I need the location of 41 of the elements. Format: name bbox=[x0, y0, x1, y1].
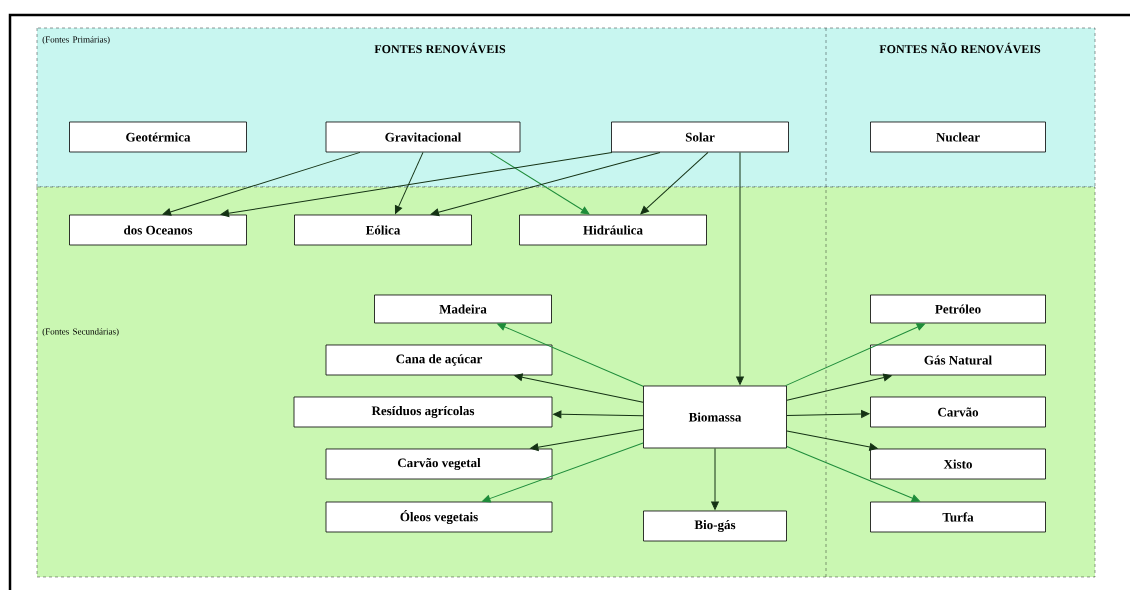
source-box: dos Oceanos bbox=[69, 214, 247, 246]
arrow bbox=[430, 151, 661, 217]
arrow bbox=[220, 151, 613, 218]
arrow bbox=[785, 323, 926, 387]
source-box: Gravitacional bbox=[325, 121, 521, 153]
arrow bbox=[711, 447, 719, 510]
arrow bbox=[482, 442, 644, 503]
source-box: Nuclear bbox=[870, 121, 1046, 153]
source-box: Carvão vegetal bbox=[325, 448, 553, 480]
source-box: Madeira bbox=[374, 294, 552, 324]
arrow bbox=[162, 151, 361, 216]
source-box: Cana de açúcar bbox=[325, 344, 553, 376]
heading-text: FONTES RENOVÁVEIS bbox=[374, 42, 506, 54]
source-box: Bio-gás bbox=[643, 510, 787, 542]
arrow bbox=[736, 151, 744, 385]
source-box: Hidráulica bbox=[519, 214, 707, 246]
source-box: Turfa bbox=[870, 501, 1046, 533]
arrow bbox=[530, 428, 644, 451]
arrow bbox=[786, 410, 870, 418]
source-box: Geotérmica bbox=[69, 121, 247, 153]
arrow bbox=[514, 373, 644, 403]
source-box: Resíduos agrícolas bbox=[293, 396, 553, 428]
source-box: Solar bbox=[611, 121, 789, 153]
source-box: Óleos vegetais bbox=[325, 501, 553, 533]
arrow bbox=[497, 323, 644, 387]
arrow bbox=[553, 410, 644, 419]
arrow bbox=[786, 446, 920, 502]
source-box: Xisto bbox=[870, 448, 1046, 480]
source-box: Carvão bbox=[870, 396, 1046, 428]
source-box: Eólica bbox=[294, 214, 472, 246]
arrow bbox=[640, 151, 709, 215]
source-box: Biomassa bbox=[643, 385, 787, 449]
source-box: Gás Natural bbox=[870, 344, 1046, 376]
heading-text: FONTES NÃO RENOVÁVEIS bbox=[879, 42, 1041, 54]
heading-text: (Fontes Secundárias) bbox=[42, 328, 119, 337]
arrow bbox=[394, 151, 424, 214]
source-box: Petróleo bbox=[870, 294, 1046, 324]
heading-text: (Fontes Primárias) bbox=[42, 36, 110, 45]
arrow bbox=[489, 151, 590, 215]
arrow bbox=[786, 373, 892, 401]
arrow bbox=[786, 430, 878, 451]
